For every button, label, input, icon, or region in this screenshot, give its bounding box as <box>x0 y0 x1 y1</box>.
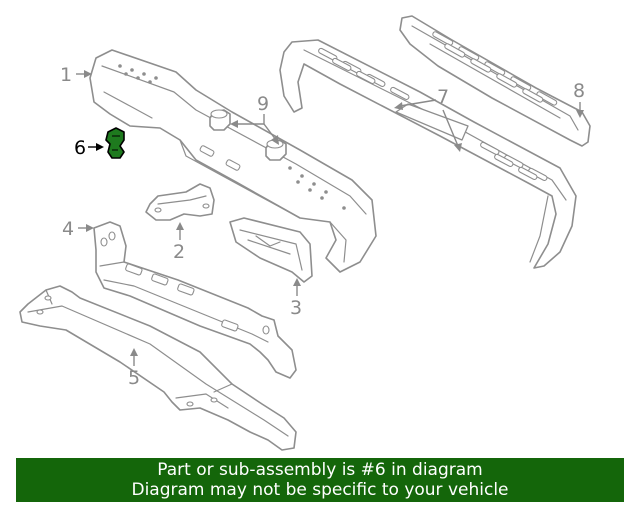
part-1-mounting-holes <box>118 64 346 210</box>
part-8-tread-slots <box>432 31 558 106</box>
callout-8: 8 <box>573 80 585 118</box>
callout-1: 1 <box>60 64 92 86</box>
part-7-tread-slots <box>318 47 548 182</box>
exploded-parts-diagram: 1 2 3 4 5 6 7 <box>19 15 591 451</box>
part-9-bump-stops <box>209 109 287 161</box>
callout-9: 9 <box>230 93 279 145</box>
callout-2-number: 2 <box>173 241 185 263</box>
callout-8-number: 8 <box>573 80 585 102</box>
callout-7-number: 7 <box>437 86 449 108</box>
callout-6: 6 <box>74 137 104 159</box>
callout-5: 5 <box>128 348 140 389</box>
banner-line-2: Diagram may not be specific to your vehi… <box>131 480 509 500</box>
callout-4-number: 4 <box>62 218 74 240</box>
callout-5-number: 5 <box>128 367 140 389</box>
part-6-bracket-highlighted <box>105 127 125 159</box>
callout-1-number: 1 <box>60 64 72 86</box>
callout-9-number: 9 <box>257 93 269 115</box>
callout-3-number: 3 <box>290 297 302 319</box>
part-8-step-pad <box>399 15 591 147</box>
part-5-lower-crossmember <box>19 285 297 451</box>
info-banner: Part or sub-assembly is #6 in diagram Di… <box>16 458 624 502</box>
part-7-step-pad <box>279 39 577 269</box>
banner-line-1: Part or sub-assembly is #6 in diagram <box>157 460 483 480</box>
part-4-crossmember <box>93 221 297 379</box>
callout-2: 2 <box>173 222 185 263</box>
callout-4: 4 <box>62 218 94 240</box>
part-1-bumper-face-bar <box>89 49 377 273</box>
callout-3: 3 <box>290 278 302 319</box>
part-3-support <box>229 217 313 283</box>
callout-7: 7 <box>394 86 462 152</box>
part-2-bracket <box>145 183 215 221</box>
callout-6-number: 6 <box>74 137 86 159</box>
